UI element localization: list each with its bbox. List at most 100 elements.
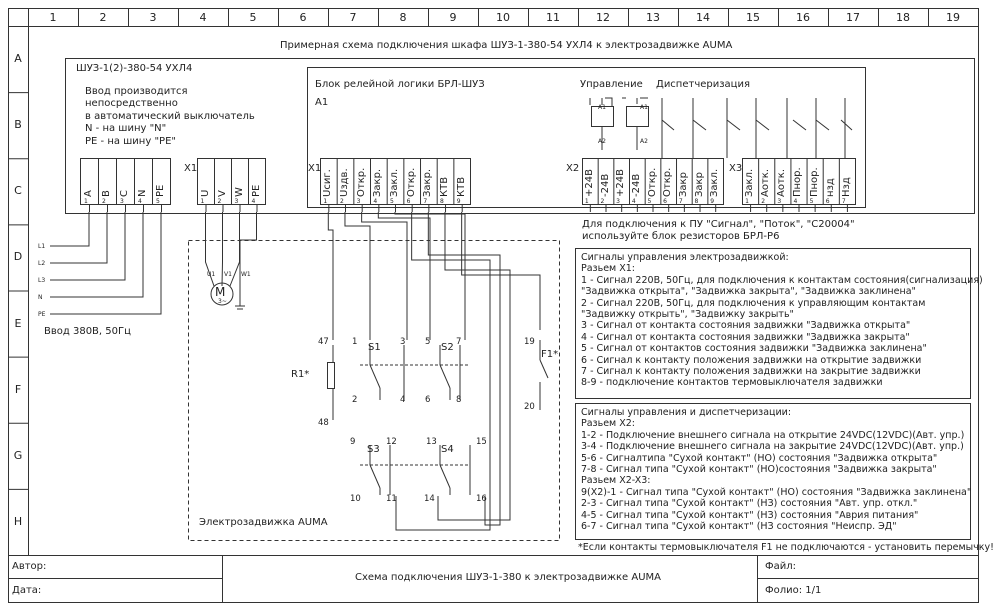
- x1-motor-pin-3: 3: [234, 198, 239, 205]
- control-label: Управление: [580, 79, 643, 90]
- column-label-18: 18: [896, 11, 910, 24]
- x2-pin-9: 9: [710, 198, 715, 205]
- contact-11: 11: [386, 494, 397, 504]
- input-pin-2: 2: [102, 198, 106, 205]
- column-label-15: 15: [746, 11, 760, 24]
- x2-terminal-8: Закр: [693, 172, 705, 197]
- motor-v1: V1: [224, 271, 232, 278]
- x3-terminal-4: Пнор.: [792, 167, 804, 197]
- switch-s3: S3: [367, 444, 380, 455]
- contact-48: 48: [318, 418, 329, 428]
- row-label-E: E: [14, 316, 22, 330]
- x1-pin-9: 9: [456, 198, 461, 205]
- x2-pin-6: 6: [663, 198, 667, 205]
- switch-s1: S1: [368, 342, 381, 353]
- input-pin-1: 1: [84, 198, 88, 205]
- x1-motor-pin-2: 2: [217, 198, 222, 205]
- column-label-19: 19: [946, 11, 960, 24]
- x2-terminal-4: -24В: [630, 173, 642, 197]
- x2-pin-4: 4: [631, 198, 636, 205]
- fuse-label: F1*: [541, 349, 559, 360]
- date-label: Дата:: [12, 585, 42, 596]
- contact-7: 7: [456, 337, 462, 347]
- input-pin-5: 5: [156, 198, 160, 205]
- row-label-B: B: [14, 118, 22, 132]
- contact-3: 3: [400, 337, 406, 347]
- input-terminal-1: A: [83, 190, 94, 197]
- x1-pin-6: 6: [406, 198, 411, 205]
- x3-terminal-5: Пнор.: [808, 167, 820, 197]
- x2-terminal-3: +24В: [615, 169, 627, 197]
- column-label-12: 12: [596, 11, 610, 24]
- auma-label: Электрозадвижка AUMA: [199, 517, 328, 528]
- cabinet-label: ШУЗ-1(2)-380-54 УХЛ4: [76, 63, 193, 74]
- mains-n: N: [38, 294, 43, 301]
- contact-20: 20: [524, 402, 535, 412]
- x1-motor-terminal-4: PE: [250, 184, 262, 197]
- column-label-7: 7: [349, 11, 357, 24]
- column-label-16: 16: [796, 11, 810, 24]
- x1-pin-5: 5: [390, 198, 394, 205]
- row-label-F: F: [14, 382, 22, 396]
- x3-label: X3: [729, 163, 743, 174]
- column-label-4: 4: [199, 11, 207, 24]
- x1-terminal-2: Uздв.: [339, 168, 350, 197]
- column-label-6: 6: [299, 11, 307, 24]
- x1-pin-3: 3: [356, 198, 361, 205]
- input-terminal-2: B: [101, 190, 112, 197]
- x3-terminal-3: Аотк.: [776, 168, 788, 197]
- x3-terminal-7: Нзд: [840, 177, 852, 197]
- resistor-block-note: Для подключения к ПУ "Сигнал", "Поток", …: [582, 219, 855, 242]
- column-label-11: 11: [546, 11, 560, 24]
- contact-16: 16: [476, 494, 487, 504]
- signals-x2-block: Сигналы управления и диспетчеризации:Раз…: [581, 407, 972, 533]
- x3-pin-6: 6: [825, 198, 830, 205]
- x1-terminal-1: Uсиг.: [322, 169, 334, 197]
- relay-block-designator: A1: [315, 97, 329, 108]
- input-terminal-3: C: [119, 190, 130, 197]
- mains-pe: PE: [38, 311, 46, 318]
- x1-motor-terminal-2: V: [216, 190, 228, 197]
- x2-terminal-1: +24В: [583, 169, 595, 197]
- cabinet-note: Ввод производится непосредственно в авто…: [85, 86, 255, 147]
- x2-terminal-9: Закл.: [709, 168, 721, 197]
- motor-symbol: M: [215, 285, 226, 299]
- signals-x1-block: Сигналы управления электрозадвижкой:Разь…: [581, 252, 983, 389]
- x2-pin-5: 5: [647, 198, 652, 205]
- x3-pin-7: 7: [841, 198, 846, 205]
- x3-pin-5: 5: [809, 198, 814, 205]
- switch-s2: S2: [441, 342, 454, 353]
- x1-pin-1: 1: [323, 198, 328, 205]
- contact-2: 2: [352, 395, 358, 405]
- mains-l1: L1: [38, 243, 46, 250]
- relay1-a1-label: A1: [598, 104, 606, 111]
- x1-motor-pin-4: 4: [251, 198, 256, 205]
- x1-terminal-8: КТВ: [439, 176, 451, 197]
- x2-terminal-2: -24В: [599, 173, 611, 197]
- row-label-A: A: [14, 52, 22, 66]
- input-pin-3: 3: [120, 198, 124, 205]
- column-label-1: 1: [49, 11, 57, 24]
- contact-1: 1: [352, 337, 358, 347]
- diagram-title: Примерная схема подключения шкафа ШУЗ-1-…: [280, 40, 733, 51]
- x2-pin-3: 3: [616, 198, 620, 205]
- x1-motor-pin-1: 1: [200, 198, 205, 205]
- column-label-2: 2: [99, 11, 107, 24]
- x1-terminal-5: Закл.: [389, 168, 400, 197]
- x1-pin-8: 8: [440, 198, 444, 205]
- x2-pin-1: 1: [584, 198, 589, 205]
- x1-terminal-4: Закр.: [372, 168, 384, 197]
- x1-terminal-6: Откр.: [405, 167, 417, 197]
- contact-6: 6: [425, 395, 431, 405]
- column-label-5: 5: [249, 11, 257, 24]
- author-label: Автор:: [12, 561, 47, 572]
- x1-motor-label: X1: [184, 163, 198, 174]
- relay2-a2-label: A2: [640, 138, 648, 145]
- contact-15: 15: [476, 437, 487, 447]
- contact-14: 14: [424, 494, 435, 504]
- x3-pin-3: 3: [777, 198, 782, 205]
- x3-terminal-6: нзд: [824, 178, 836, 197]
- x3-pin-2: 2: [761, 198, 766, 205]
- row-label-G: G: [13, 448, 23, 462]
